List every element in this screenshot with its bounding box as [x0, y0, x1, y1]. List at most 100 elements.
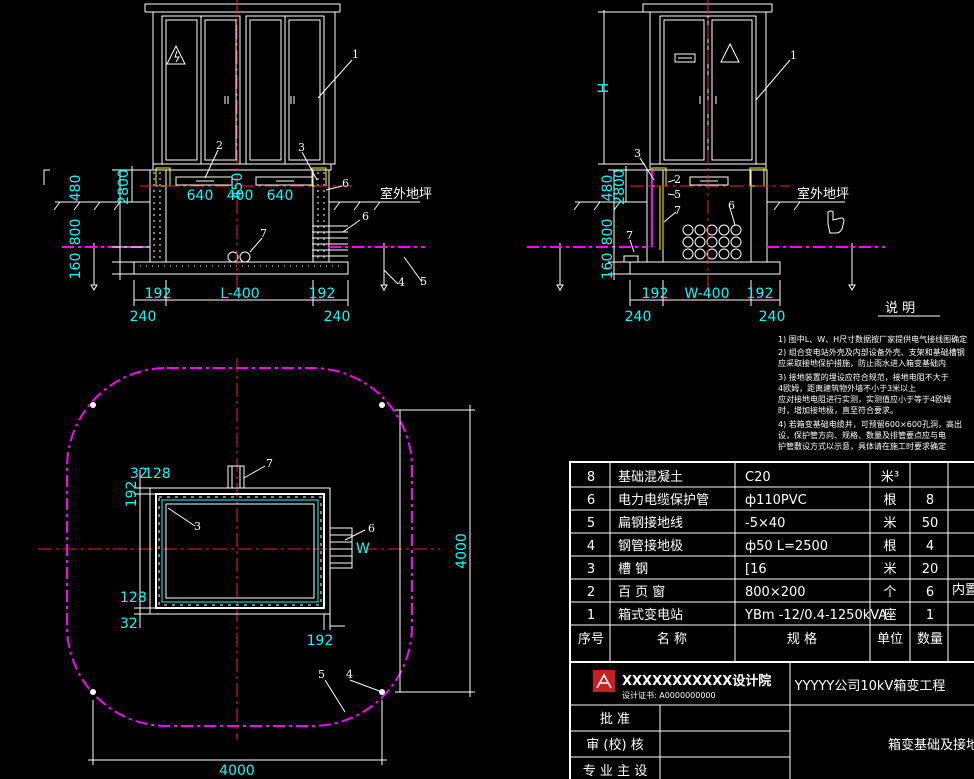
- bom-cell-qty: 8: [926, 493, 934, 508]
- bom-cell-name: 槽 钢: [618, 562, 648, 577]
- side-callout-3: 3: [634, 147, 641, 160]
- note-line-9: 护管敷设方式以示意，具体请在施工时要求确定: [778, 441, 946, 451]
- hazard-sign-icon-2: [720, 42, 740, 63]
- bom-cell-spec: 800×200: [745, 585, 806, 600]
- note-line-6: 时，增加接地极，直至符合要求。: [778, 405, 898, 415]
- side-wall-left: [646, 169, 664, 263]
- dim-wall-l: 192: [145, 286, 172, 302]
- plan-callout-3: 3: [194, 520, 201, 533]
- bom-cell-spec: YBm -12/0.4-1250kVA: [744, 608, 887, 623]
- bom-cell-no: 4: [587, 539, 595, 554]
- dim-h1: 480: [68, 175, 84, 202]
- bom-cell-qty: 4: [926, 539, 934, 554]
- side-wall-right: [750, 169, 768, 263]
- bom-cell-unit: 米: [883, 516, 896, 531]
- plan-dim-height: 4000: [454, 533, 470, 569]
- title-block: XXXXXXXXXXX设计院 设计证书: A0000000000 YYYYY公司…: [569, 661, 974, 779]
- side-dim-wall-l: 192: [642, 286, 669, 302]
- institute-name: XXXXXXXXXXX设计院: [622, 673, 771, 689]
- note-line-4: 4欧姆，距离建筑物外墙不小于3米以上: [778, 383, 916, 393]
- bom-cell-no: 5: [587, 516, 595, 531]
- plan-callout-4: 4: [346, 668, 353, 681]
- plan-dim-top-a: 32: [130, 466, 148, 482]
- side-base-slab: [629, 261, 781, 275]
- side-dim-h: H: [596, 83, 612, 94]
- side-elevation: H 480 800 160 2800 192 W-400 192 240 240…: [527, 0, 885, 325]
- project-name: YYYYY公司10kV箱变工程: [794, 678, 946, 694]
- bom-cell-qty: 1: [926, 608, 934, 623]
- plan-foundation-outer: [149, 487, 331, 615]
- front-elevation: 480 800 160 2800 640 400 640 450 192 L-4…: [43, 0, 432, 325]
- bom-cell-unit: 米³: [881, 470, 899, 485]
- bom-header-qty: 数量: [917, 632, 943, 647]
- note-line-1: 2) 组合变电站外壳及内部设备外壳、支架和基础槽钢: [778, 347, 965, 357]
- note-line-7: 4) 若箱变基础电缆井，可预留600×600孔洞，高出: [778, 419, 962, 429]
- plan-dim-right-w: W: [356, 541, 370, 557]
- side-callout-7a: 7: [674, 204, 681, 217]
- dim-vent-w1: 640: [187, 188, 214, 204]
- institute-cert: 设计证书: A0000000000: [622, 690, 716, 700]
- bom-extra: 内置: [952, 582, 974, 598]
- plan-dim-top-b: 128: [144, 466, 171, 482]
- dim-wall-r: 192: [309, 286, 336, 302]
- bom-cell-spec: ф50 L=2500: [745, 539, 828, 554]
- side-dim-ext-r: 240: [759, 309, 786, 325]
- dim-vent-w2: 400: [227, 188, 254, 204]
- bom-cell-name: 电力电缆保护管: [618, 492, 709, 508]
- callout-6b: 6: [362, 210, 369, 223]
- plan-foundation-inner: [165, 503, 315, 599]
- bom-cell-name: 扁钢接地线: [618, 515, 683, 531]
- side-callout-2: 2: [674, 173, 681, 186]
- callout-2: 2: [216, 139, 223, 152]
- plan-dim-bot-a: 32: [120, 616, 138, 632]
- callout-4: 4: [398, 276, 405, 289]
- bom-header-name: 名 称: [657, 631, 687, 647]
- plan-dim-bot-b: 128: [120, 590, 147, 606]
- side-dim-h3: 160: [600, 253, 616, 280]
- side-dim-ext-l: 240: [625, 309, 652, 325]
- side-dim-h1: 480: [600, 175, 616, 202]
- bom-cell-spec: C20: [745, 470, 771, 485]
- plan-dim-bottom-right: 192: [307, 633, 334, 649]
- dim-h-top: 2800: [116, 169, 132, 205]
- bom-cell-spec: -5×40: [745, 516, 785, 531]
- note-line-3: 3) 接地装置的埋设应符合规范，接地电阻不大于: [778, 372, 949, 382]
- dim-ext-r: 240: [324, 309, 351, 325]
- plan-callout-6: 6: [368, 522, 375, 535]
- bom-cell-name: 钢管接地极: [618, 538, 683, 554]
- bom-cell-spec: [16: [745, 562, 767, 577]
- dim-ext-l: 240: [130, 309, 157, 325]
- plan-callout-5: 5: [318, 668, 325, 681]
- callout-1: 1: [352, 48, 359, 61]
- front-cabinet: [152, 11, 336, 165]
- nameplate-icon: [674, 53, 696, 63]
- side-dim-h2: 800: [600, 219, 616, 246]
- front-base-slab: [133, 261, 349, 275]
- bom-cell-unit: 个: [883, 585, 896, 600]
- callout-7: 7: [260, 227, 267, 240]
- bom-cell-qty: 50: [922, 516, 939, 531]
- bom-cell-qty: 6: [926, 585, 934, 600]
- table-row: 5 扁钢接地线 -5×40 米 50: [587, 515, 938, 531]
- bom-header-unit: 单位: [877, 632, 903, 647]
- side-dim-width: W-400: [684, 286, 729, 302]
- bom-cell-no: 1: [587, 608, 595, 623]
- front-roof: [144, 3, 341, 12]
- bom-cell-no: 2: [587, 585, 595, 600]
- hand-cursor-icon: [827, 210, 845, 234]
- side-ground-label: 室外地坪: [797, 186, 849, 202]
- bom-cell-unit: 座: [883, 608, 896, 623]
- side-callout-6: 6: [728, 199, 735, 212]
- cable-pipe-array: [682, 224, 742, 260]
- bom-cell-unit: 米: [883, 562, 896, 577]
- front-wall-left: [149, 169, 167, 263]
- side-callout-7b: 7: [626, 229, 633, 242]
- dim-vent-w3: 640: [267, 188, 294, 204]
- bom-cell-qty: 20: [922, 562, 939, 577]
- bom-header-spec: 规 格: [787, 631, 817, 647]
- drawing-name: 箱变基础及接地: [888, 737, 974, 753]
